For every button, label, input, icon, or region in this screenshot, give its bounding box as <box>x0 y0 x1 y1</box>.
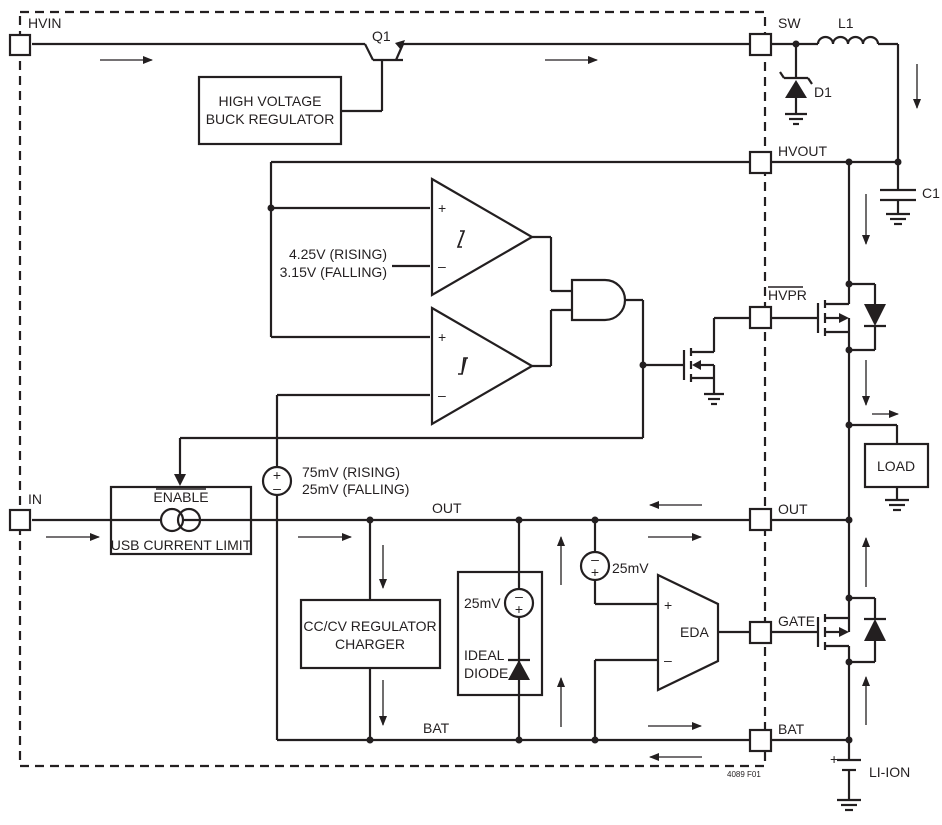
charger-line2: CHARGER <box>335 636 405 652</box>
d1-diode-icon <box>779 71 813 98</box>
eda-source-plus: + <box>591 564 599 580</box>
low-threshold-source <box>261 465 293 740</box>
out-net-label: OUT <box>432 500 462 516</box>
ideal-offset-label: 25mV <box>464 595 501 611</box>
threshold-falling-low: 25mV (FALLING) <box>302 481 409 497</box>
ideal-source-plus: + <box>515 601 523 617</box>
ground-icon <box>785 112 807 126</box>
comparator-low-plus: + <box>438 329 446 345</box>
bat-pin-label: BAT <box>778 721 805 737</box>
enable-arrow-icon <box>174 474 186 486</box>
comparator-high-minus: – <box>438 258 446 274</box>
current-flow-arrows <box>46 56 921 761</box>
gate-label: GATE <box>778 613 815 629</box>
c1-capacitor-icon <box>880 162 916 226</box>
ideal-line1: IDEAL <box>464 647 505 663</box>
eda-source-minus: – <box>591 551 599 567</box>
li-ion-battery-icon <box>837 758 861 812</box>
comparator-high-symbol <box>430 177 535 297</box>
cc-cv-charger-block <box>299 598 442 670</box>
eda-wiring <box>593 580 750 740</box>
ideal-diode-icon <box>508 658 530 680</box>
load-block <box>863 442 930 489</box>
sw-pin <box>748 32 773 57</box>
c1-label: C1 <box>922 185 940 201</box>
comparator-high-plus: + <box>438 200 446 216</box>
comparator-low-symbol <box>430 306 535 426</box>
current-source-icon <box>159 507 185 533</box>
out-pin <box>748 507 773 532</box>
hvpr-nmos-icon <box>682 316 750 406</box>
in-pin <box>8 508 32 532</box>
hvin-label: HVIN <box>28 15 61 31</box>
hvpr-pin <box>748 305 773 330</box>
comparator-wiring <box>269 162 572 467</box>
bat-pin <box>748 728 773 753</box>
hvpr-label: HVPR <box>768 287 807 303</box>
ideal-source-minus: – <box>515 588 523 604</box>
figure-id: 4089 F01 <box>727 770 761 779</box>
bat-net-label: BAT <box>423 720 450 736</box>
hvin-pin <box>8 33 32 57</box>
d1-label: D1 <box>814 84 832 100</box>
threshold-falling-high: 3.15V (FALLING) <box>280 264 387 280</box>
out-pin-label: OUT <box>778 501 808 517</box>
eda-minus: – <box>664 652 672 668</box>
load-label: LOAD <box>877 458 915 474</box>
charger-line1: CC/CV REGULATOR <box>303 618 436 634</box>
threshold-rising-high: 4.25V (RISING) <box>289 246 387 262</box>
hvout-pin <box>748 150 773 175</box>
eda-plus: + <box>664 597 672 613</box>
battery-plus: + <box>830 751 838 767</box>
load-wiring <box>849 423 909 512</box>
in-label: IN <box>28 491 42 507</box>
eda-label: EDA <box>680 624 709 640</box>
sw-label: SW <box>778 15 801 31</box>
and-to-fet-wiring <box>178 298 684 478</box>
l1-label: L1 <box>838 15 854 31</box>
hv-buck-regulator-block <box>197 75 343 146</box>
hv-buck-line2: BUCK REGULATOR <box>206 111 335 127</box>
usb-limit-label: USB CURRENT LIMIT <box>111 537 252 553</box>
threshold-rising-low: 75mV (RISING) <box>302 464 400 480</box>
gate-pin <box>748 620 773 645</box>
source-75-plus: + <box>273 467 281 483</box>
eda-offset-label: 25mV <box>612 560 649 576</box>
eda-amplifier-symbol <box>656 573 720 692</box>
ideal-line2: DIODE <box>464 665 508 681</box>
usb-enable-label: ENABLE <box>153 489 208 505</box>
and-gate-symbol <box>570 278 627 322</box>
hvout-label: HVOUT <box>778 143 827 159</box>
source-75-minus: – <box>273 480 281 496</box>
comparator-low-minus: – <box>438 387 446 403</box>
hvin-path <box>32 42 750 113</box>
q1-emitter-arrow-icon <box>395 40 405 50</box>
q1-label: Q1 <box>372 28 391 44</box>
hv-buck-line1: HIGH VOLTAGE <box>219 93 322 109</box>
li-ion-label: LI-ION <box>869 764 910 780</box>
